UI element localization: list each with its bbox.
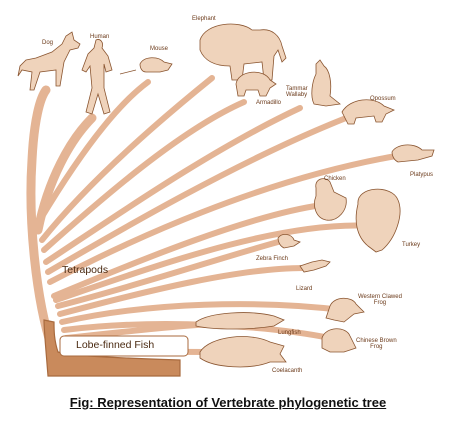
- branch-platypus: [47, 153, 399, 285]
- wallaby-illustration: [311, 59, 341, 107]
- chinese-frog-illustration: [321, 328, 357, 353]
- human-illustration: [81, 39, 113, 115]
- label-zebra-finch: Zebra Finch: [256, 256, 289, 262]
- label-western-clawed-frog: Western Clawed Frog: [358, 294, 402, 306]
- branch-lizard: [57, 265, 307, 317]
- branch-zebra-finch: [55, 239, 281, 309]
- animal-illustrations: [17, 23, 435, 368]
- mouse-illustration: [119, 57, 173, 75]
- lungfish-illustration: [195, 312, 285, 330]
- branch-turkey: [53, 222, 375, 303]
- armadillo-illustration: [235, 71, 277, 97]
- label-mouse: Mouse: [150, 46, 169, 52]
- western-frog-illustration: [325, 297, 365, 323]
- branch-wallaby: [43, 105, 303, 265]
- branch-mouse: [37, 79, 151, 223]
- turkey-illustration: [355, 188, 401, 253]
- platypus-illustration: [391, 144, 435, 163]
- label-coelacanth: Coelacanth: [272, 368, 303, 374]
- figure-caption: Fig: Representation of Vertebrate phylog…: [69, 395, 387, 410]
- label-dog: Dog: [42, 40, 54, 46]
- group-label-lobe-finned-fish: Lobe-finned Fish: [76, 339, 155, 351]
- label-lizard: Lizard: [296, 286, 313, 292]
- lizard-illustration: [299, 259, 331, 273]
- label-tammar-wallaby: Tammar Wallaby: [286, 86, 308, 98]
- branch-elephant: [39, 75, 215, 243]
- zebra-finch-illustration: [277, 234, 301, 249]
- label-human: Human: [90, 34, 110, 40]
- label-chicken: Chicken: [324, 176, 346, 182]
- label-lungfish: Lungfish: [278, 330, 301, 336]
- label-chinese-brown-frog: Chinese Brown Frog: [356, 338, 397, 350]
- label-turkey: Turkey: [402, 242, 421, 248]
- group-label-tetrapods: Tetrapods: [62, 264, 109, 276]
- chicken-illustration: [314, 178, 347, 221]
- label-armadillo: Armadillo: [256, 100, 282, 106]
- lobe-finned-fish-band: [59, 335, 189, 357]
- branch-chicken: [51, 202, 325, 299]
- opossum-illustration: [341, 99, 395, 125]
- label-elephant: Elephant: [192, 16, 216, 22]
- tree-diagram: [17, 23, 435, 377]
- branch-western-frog: [59, 301, 345, 325]
- label-platypus: Platypus: [410, 172, 434, 178]
- coelacanth-illustration: [199, 336, 287, 368]
- branch-opossum: [45, 115, 349, 275]
- tree-trunk-base: [43, 319, 181, 377]
- branch-dog: [26, 85, 57, 353]
- label-opossum: Opossum: [370, 96, 396, 102]
- elephant-illustration: [199, 23, 287, 81]
- branch-armadillo: [41, 99, 247, 253]
- dog-illustration: [17, 31, 81, 91]
